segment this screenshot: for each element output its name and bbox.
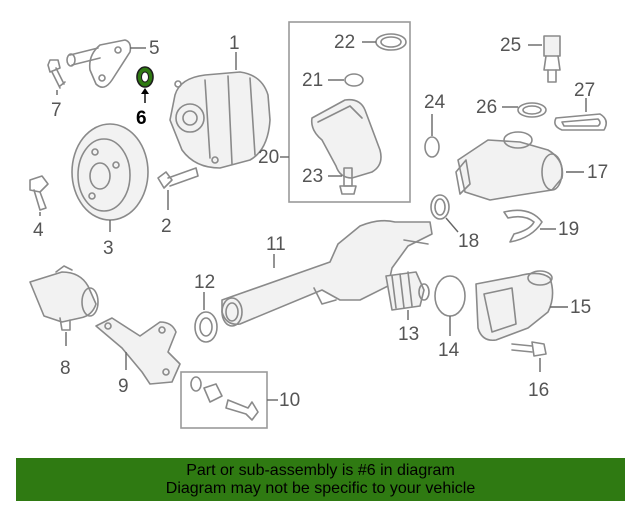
callout-15: 15 [570,297,591,318]
callout-4: 4 [33,220,44,241]
info-banner: Part or sub-assembly is #6 in diagram Di… [16,458,625,501]
callout-7: 7 [51,100,62,121]
part-15-drawing [475,270,554,342]
callout-13: 13 [398,324,419,345]
part-17-drawing [455,131,564,201]
callout-27: 27 [574,80,595,101]
callout-10: 10 [279,390,300,411]
part-4-drawing [29,175,49,211]
callout-17: 17 [587,162,608,183]
callout-14: 14 [438,340,460,361]
part-8-drawing [29,265,99,331]
callout-5: 5 [149,38,160,59]
banner-line-1: Part or sub-assembly is #6 in diagram [186,462,455,479]
part-22-drawing [375,33,407,51]
part-18-drawing [430,194,450,220]
part-5-drawing [66,39,132,88]
part-27-drawing [554,113,608,131]
part-9-drawing [95,317,181,385]
callout-9: 9 [118,376,129,397]
part-3-drawing [71,123,149,221]
part-6-drawing [136,66,154,88]
callout-22: 22 [334,32,355,53]
part-2-drawing [157,167,199,189]
callout-25: 25 [500,35,521,56]
part-13-drawing [385,271,430,311]
part-25-drawing [543,35,561,83]
callout-6: 6 [136,108,147,129]
callout-11: 11 [266,234,286,255]
part-21-drawing [344,73,364,87]
part-23-drawing [339,167,357,195]
part-24-drawing [424,136,440,158]
part-19-drawing [503,209,543,243]
callout-3: 3 [103,238,114,259]
part-11-drawing [221,219,433,327]
part-20-housing-drawing [310,98,382,179]
callout-12: 12 [194,272,215,293]
part-14-drawing [434,275,466,317]
banner-line-2: Diagram may not be specific to your vehi… [165,480,476,497]
part-12-drawing [194,311,218,343]
callout-23: 23 [302,166,323,187]
part-7-drawing [47,59,66,89]
callout-18: 18 [458,231,479,252]
part-10-drawing [190,376,259,421]
callout-8: 8 [60,358,71,379]
part-1-drawing [169,71,271,169]
part-16-drawing [511,341,547,357]
callout-20: 20 [258,147,279,168]
callout-19: 19 [558,219,579,240]
callout-1: 1 [229,33,240,54]
callout-24: 24 [424,92,446,113]
callout-16: 16 [528,380,549,401]
callout-26: 26 [476,97,497,118]
part-26-drawing [517,102,547,118]
parts-diagram: 5 7 6 1 3 4 [29,21,608,429]
callout-2: 2 [161,216,172,237]
callout-21: 21 [302,70,323,91]
